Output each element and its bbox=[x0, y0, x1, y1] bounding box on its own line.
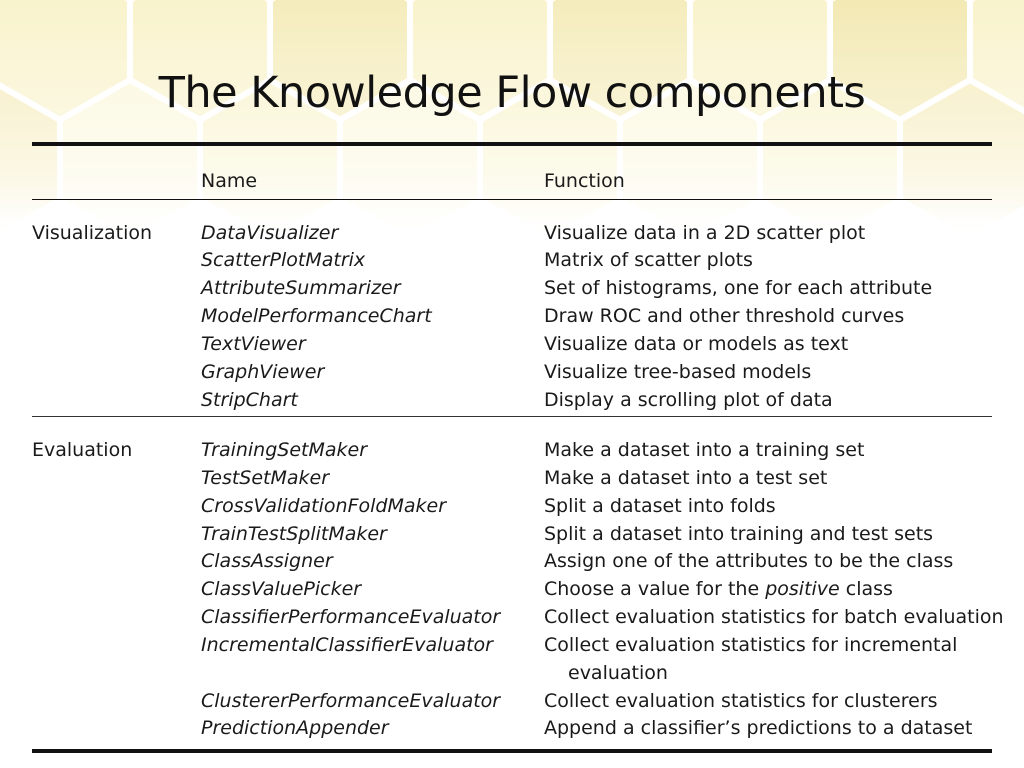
category-evaluation: Evaluation bbox=[32, 439, 133, 461]
component-name: ClassValuePicker bbox=[201, 578, 362, 600]
component-name: StripChart bbox=[201, 389, 298, 411]
component-function: Split a dataset into folds bbox=[544, 495, 776, 517]
component-name: DataVisualizer bbox=[201, 222, 339, 244]
component-name: TrainingSetMaker bbox=[201, 439, 368, 461]
component-name: ModelPerformanceChart bbox=[201, 305, 432, 327]
component-function: Assign one of the attributes to be the c… bbox=[544, 550, 954, 572]
component-name: ScatterPlotMatrix bbox=[201, 249, 366, 271]
component-name: TrainTestSplitMaker bbox=[201, 523, 387, 545]
component-function: Matrix of scatter plots bbox=[544, 249, 753, 271]
column-header-function: Function bbox=[544, 170, 625, 192]
component-function: Collect evaluation statistics for increm… bbox=[544, 634, 958, 656]
component-function: Collect evaluation statistics for batch … bbox=[544, 606, 1004, 628]
component-name: TestSetMaker bbox=[201, 467, 330, 489]
component-function: Visualize data or models as text bbox=[544, 333, 849, 355]
header-rule bbox=[32, 199, 992, 200]
component-function: Set of histograms, one for each attribut… bbox=[544, 277, 933, 299]
component-function: Display a scrolling plot of data bbox=[544, 389, 833, 411]
component-function: Visualize tree-based models bbox=[544, 361, 812, 383]
component-name: TextViewer bbox=[201, 333, 306, 355]
function-text: class bbox=[839, 578, 893, 600]
component-function: Collect evaluation statistics for cluste… bbox=[544, 690, 938, 712]
component-name: IncrementalClassifierEvaluator bbox=[201, 634, 493, 656]
category-visualization: Visualization bbox=[32, 222, 153, 244]
component-function: Split a dataset into training and test s… bbox=[544, 523, 934, 545]
column-header-name: Name bbox=[201, 170, 258, 192]
component-function: Choose a value for the positive class bbox=[544, 578, 893, 600]
component-name: ClassAssigner bbox=[201, 550, 333, 572]
slide-title: The Knowledge Flow components bbox=[158, 68, 866, 118]
function-emphasis: positive bbox=[765, 578, 840, 600]
component-function-continuation: evaluation bbox=[568, 662, 668, 684]
component-function: Append a classifier’s predictions to a d… bbox=[544, 717, 973, 739]
group-divider-rule bbox=[32, 416, 992, 417]
component-name: ClassifierPerformanceEvaluator bbox=[201, 606, 501, 628]
component-name: CrossValidationFoldMaker bbox=[201, 495, 447, 517]
component-function: Make a dataset into a training set bbox=[544, 439, 865, 461]
component-name: AttributeSummarizer bbox=[201, 277, 401, 299]
function-text: Choose a value for the bbox=[544, 578, 766, 600]
table-top-rule bbox=[32, 142, 992, 146]
table-bottom-rule bbox=[32, 749, 992, 753]
component-function: Make a dataset into a test set bbox=[544, 467, 828, 489]
component-name: PredictionAppender bbox=[201, 717, 389, 739]
component-name: GraphViewer bbox=[201, 361, 325, 383]
component-function: Draw ROC and other threshold curves bbox=[544, 305, 905, 327]
component-function: Visualize data in a 2D scatter plot bbox=[544, 222, 866, 244]
hexagon-background bbox=[0, 0, 1024, 230]
component-name: ClustererPerformanceEvaluator bbox=[201, 690, 501, 712]
